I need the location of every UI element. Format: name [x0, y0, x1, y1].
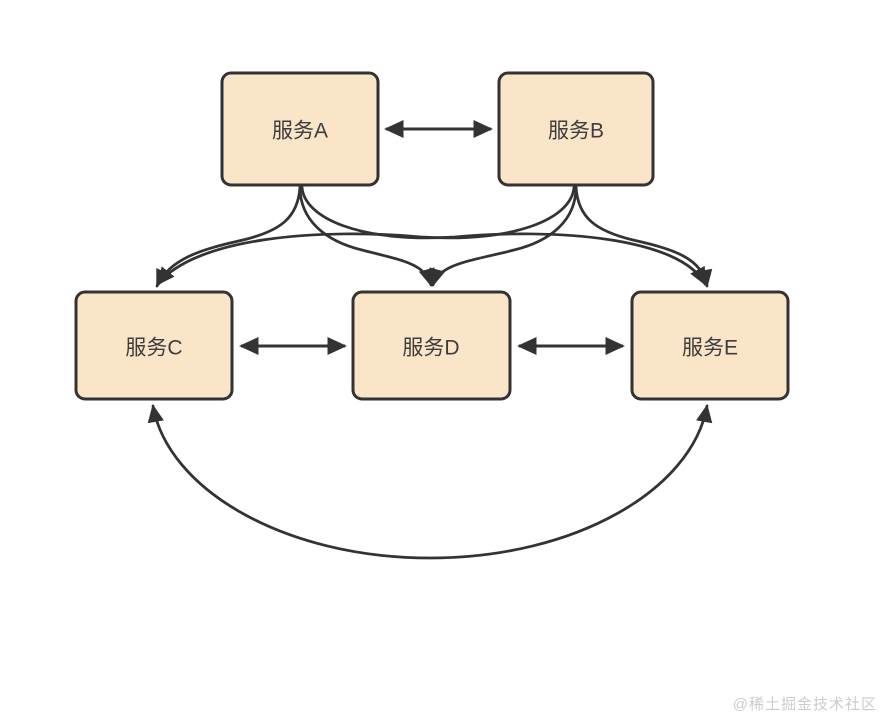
- node-service-e: 服务E: [630, 290, 790, 401]
- node-service-b: 服务B: [497, 71, 655, 187]
- watermark-text: @稀土掘金技术社区: [732, 696, 877, 713]
- node-service-b-label: 服务B: [548, 120, 604, 143]
- node-service-c: 服务C: [74, 290, 234, 401]
- node-service-a-label: 服务A: [272, 120, 328, 143]
- node-service-d: 服务D: [351, 290, 512, 401]
- node-service-c-label: 服务C: [125, 337, 182, 360]
- node-service-a: 服务A: [220, 71, 380, 187]
- node-service-d-label: 服务D: [402, 337, 459, 360]
- edge-b-c: [156, 185, 576, 286]
- node-service-b-box: [497, 71, 655, 187]
- node-service-a-box: [220, 71, 380, 187]
- node-service-d-box: [351, 290, 512, 401]
- node-service-c-box: [74, 290, 234, 401]
- node-service-e-box: [630, 290, 790, 401]
- edge-b-d: [429, 185, 578, 287]
- edge-b-e: [574, 185, 713, 288]
- edge-c-e: [147, 404, 713, 560]
- edge-a-c: [155, 185, 302, 288]
- node-service-e-label: 服务E: [682, 337, 738, 360]
- edge-a-d: [298, 185, 435, 287]
- edge-a-e: [300, 185, 707, 286]
